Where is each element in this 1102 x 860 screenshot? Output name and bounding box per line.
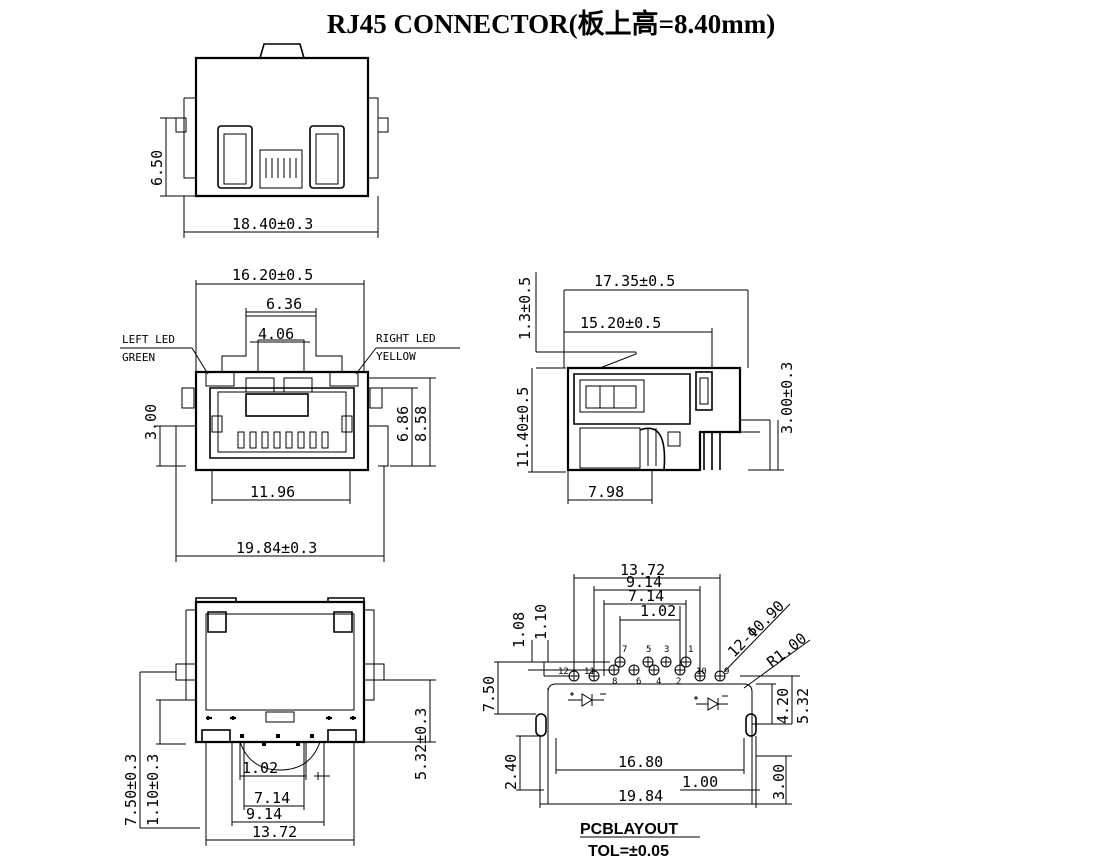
side-bottom-len: 7.98 — [588, 483, 624, 501]
pcb-h-532: 5.32 — [794, 688, 812, 724]
drawing-title: RJ45 CONNECTOR(板上高=8.40mm) — [326, 9, 776, 39]
bottom-view: 7.50±0.3 1.10±0.3 5.32±0.3 1.02 7.14 9.1… — [122, 597, 436, 846]
side-length-total: 17.35±0.5 — [594, 272, 675, 290]
pin-9: 9 — [724, 667, 729, 677]
pcb-w-9: 9.14 — [626, 573, 662, 591]
bottom-h3: 5.32±0.3 — [412, 708, 430, 780]
pcb-v-110: 1.10 — [532, 604, 550, 640]
side-top-offset: 1.3±0.5 — [516, 277, 534, 340]
front-width-bottom: 11.96 — [250, 483, 295, 501]
pin-11: 11 — [584, 667, 595, 677]
right-led-color: YELLOW — [376, 350, 416, 363]
pcb-w-total: 13.72 — [620, 561, 665, 579]
right-led-label: RIGHT LED — [376, 332, 436, 345]
side-length-mid: 15.20±0.5 — [580, 314, 661, 332]
front-view: 16.20±0.5 6.36 4.06 LEFT LED GREEN RIGHT… — [120, 266, 460, 562]
pin-7: 7 — [622, 645, 627, 655]
side-height: 11.40±0.5 — [514, 387, 532, 468]
pin-2: 2 — [676, 677, 681, 687]
pin-12: 12 — [558, 667, 569, 677]
pin-8: 8 — [612, 677, 617, 687]
pin-6: 6 — [636, 677, 641, 687]
front-width-mid: 6.36 — [266, 295, 302, 313]
pcb-w-1984: 19.84 — [618, 787, 663, 805]
pin-5: 5 — [646, 645, 651, 655]
front-width-inner: 4.06 — [258, 325, 294, 343]
pcb-h-750: 7.50 — [480, 676, 498, 712]
pcb-v-108: 1.08 — [510, 612, 528, 648]
bottom-w3: 9.14 — [246, 805, 282, 823]
pin-4: 4 — [656, 677, 661, 687]
pcb-tolerance: TOL=±0.05 — [588, 843, 669, 860]
front-height-r2: 8.58 — [412, 406, 430, 442]
bottom-h1: 7.50±0.3 — [122, 754, 140, 826]
pcb-w-1: 1.02 — [640, 602, 676, 620]
pcb-w-1680: 16.80 — [618, 753, 663, 771]
pcb-w-7: 7.14 — [628, 587, 664, 605]
pcb-radius: R1.00 — [763, 629, 810, 671]
pcb-layout: 1 2 3 4 5 6 7 8 9 10 11 12 13.72 9.14 7.… — [480, 561, 812, 860]
left-led-label: LEFT LED — [122, 333, 175, 346]
front-height-r1: 6.86 — [394, 406, 412, 442]
bottom-w4: 13.72 — [252, 823, 297, 841]
front-height-left: 3.00 — [142, 404, 160, 440]
bottom-w2: 7.14 — [254, 789, 290, 807]
front-width-total: 19.84±0.3 — [236, 539, 317, 557]
pin-1: 1 — [688, 645, 693, 655]
left-led-color: GREEN — [122, 351, 155, 364]
pcb-layout-label: PCBLAYOUT — [580, 821, 678, 838]
bottom-w1: 1.02 — [242, 759, 278, 777]
top-width-dim: 18.40±0.3 — [232, 215, 313, 233]
bottom-h2: 1.10±0.3 — [144, 754, 162, 826]
pcb-h-420: 4.20 — [774, 688, 792, 724]
pcb-h-240: 2.40 — [502, 754, 520, 790]
pcb-h-300: 3.00 — [770, 764, 788, 800]
pcb-w-100: 1.00 — [682, 773, 718, 791]
top-height-dim: 6.50 — [148, 150, 166, 186]
front-width-top: 16.20±0.5 — [232, 266, 313, 284]
top-view: 6.50 18.40±0.3 — [148, 43, 389, 238]
pin-10: 10 — [696, 667, 707, 677]
side-view: 1.3±0.5 17.35±0.5 15.20±0.5 11.40±0.5 3.… — [514, 272, 796, 504]
side-pin-height: 3.00±0.3 — [778, 362, 796, 434]
pin-3: 3 — [664, 645, 669, 655]
